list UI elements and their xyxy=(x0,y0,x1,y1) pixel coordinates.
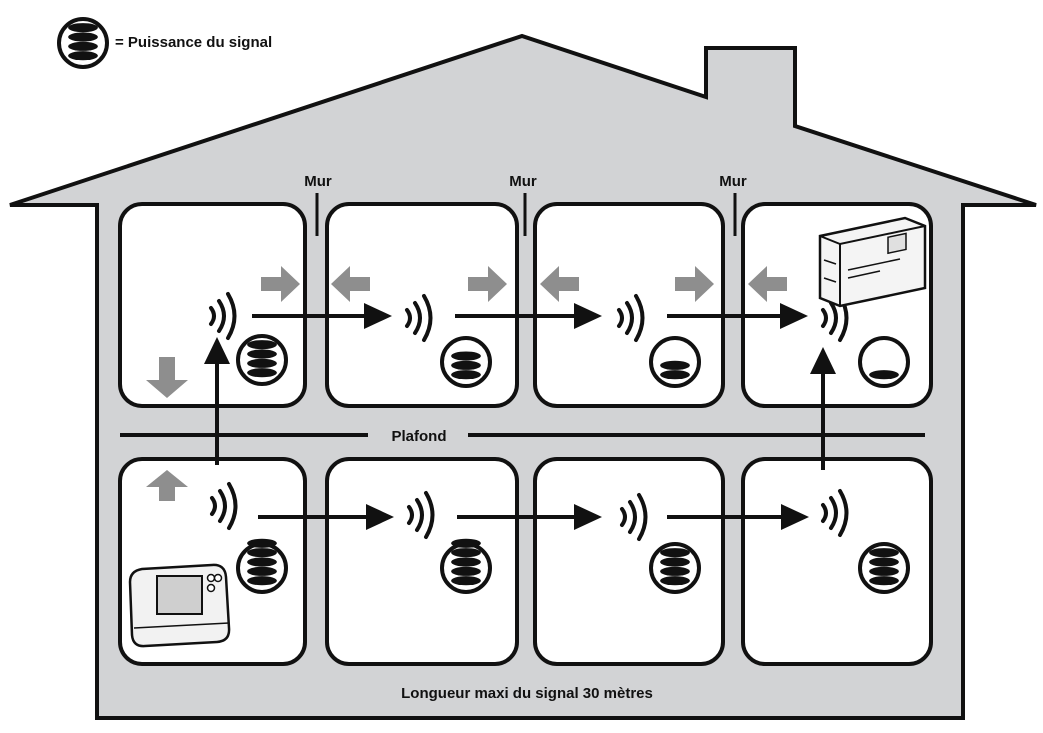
attenuation-arrow-left-3 xyxy=(748,266,787,302)
signal-bar xyxy=(869,576,899,586)
signal-bar xyxy=(660,557,690,567)
signal-bar xyxy=(247,576,277,586)
attenuation-arrows xyxy=(146,266,787,501)
signal-arrow-6-head xyxy=(781,504,809,530)
legend-label: = Puissance du signal xyxy=(115,34,272,51)
signal-bar xyxy=(451,360,481,370)
thermostat-device xyxy=(128,563,231,648)
walls: Mur Mur Mur xyxy=(304,173,747,236)
signal-bar xyxy=(869,566,899,576)
signal-arrow-1-head xyxy=(364,303,392,329)
attenuation-arrow-up xyxy=(146,470,188,501)
signal-strength-icon xyxy=(440,336,492,388)
footer-label: Longueur maxi du signal 30 mètres xyxy=(401,685,653,702)
room-lower-3 xyxy=(533,457,725,666)
signal-strength-icon xyxy=(57,17,109,69)
signal-bar xyxy=(247,340,277,350)
wall-label-3: Mur xyxy=(719,173,747,190)
room-upper-1 xyxy=(118,202,307,408)
signal-strength-icon xyxy=(649,336,701,388)
signal-bar xyxy=(247,368,277,378)
signal-bar xyxy=(247,538,277,548)
signal-bar xyxy=(451,370,481,380)
signal-bar xyxy=(869,557,899,567)
wall-label-2: Mur xyxy=(509,173,537,190)
signal-strength-icon xyxy=(649,542,701,594)
signal-arrow-4-head xyxy=(366,504,394,530)
attenuation-arrow-right-1 xyxy=(261,266,300,302)
signal-arrow-up-left-head xyxy=(204,337,230,364)
signal-bar xyxy=(68,41,98,51)
signal-bar xyxy=(451,566,481,576)
wall-label-1: Mur xyxy=(304,173,332,190)
room-upper-2 xyxy=(325,202,519,408)
attenuation-arrow-down xyxy=(146,357,188,398)
attenuation-arrow-left-2 xyxy=(540,266,579,302)
signal-strength-icon xyxy=(858,542,910,594)
signal-strength-icon xyxy=(236,538,288,594)
attenuation-arrow-right-3 xyxy=(675,266,714,302)
signal-strength-icon xyxy=(236,334,288,386)
signal-arrow-up-right-head xyxy=(810,347,836,374)
signal-strength-icon xyxy=(858,336,910,388)
signal-bar xyxy=(247,566,277,576)
signal-bar xyxy=(660,566,690,576)
signal-bar xyxy=(869,370,899,380)
signal-bar xyxy=(660,548,690,558)
signal-bar xyxy=(247,349,277,359)
signal-arrow-3-head xyxy=(780,303,808,329)
attenuation-arrow-left-1 xyxy=(331,266,370,302)
signal-arrow-5-head xyxy=(574,504,602,530)
signal-bar xyxy=(68,23,98,33)
ceiling-label: Plafond xyxy=(392,428,447,445)
receiver-box-device xyxy=(818,216,927,308)
legend: = Puissance du signal xyxy=(57,17,272,69)
signal-bar xyxy=(451,538,481,548)
room-lower-2 xyxy=(325,457,519,666)
signal-strength-icon xyxy=(440,538,492,594)
signal-bar xyxy=(68,32,98,42)
signal-bar xyxy=(660,360,690,370)
signal-bar xyxy=(451,576,481,586)
signal-bar xyxy=(247,358,277,368)
signal-bar xyxy=(451,557,481,567)
room-lower-4 xyxy=(741,457,933,666)
signal-path-arrows xyxy=(204,303,836,530)
ceiling: Plafond xyxy=(120,428,925,445)
attenuation-arrow-right-2 xyxy=(468,266,507,302)
signal-arrow-2-head xyxy=(574,303,602,329)
signal-bar xyxy=(660,576,690,586)
signal-bar xyxy=(247,557,277,567)
signal-strength-icon-legend xyxy=(57,17,109,69)
signal-bar xyxy=(869,548,899,558)
signal-bar xyxy=(660,370,690,380)
signal-bar xyxy=(451,351,481,361)
signal-bar xyxy=(451,548,481,558)
signal-bar xyxy=(68,51,98,61)
signal-bar xyxy=(247,548,277,558)
